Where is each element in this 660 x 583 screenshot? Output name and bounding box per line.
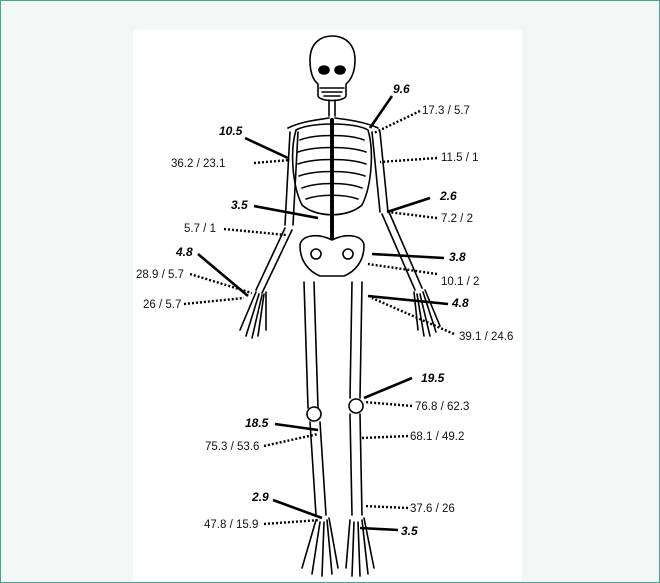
femur-left: [304, 282, 318, 408]
label-elbow-left-pair: 5.7 / 1: [184, 223, 216, 235]
label-ankle-right-pair: 37.6 / 26: [410, 503, 455, 515]
label-ankle-left-bold: 2.9: [251, 490, 269, 504]
leader-elbow-left-pair: [224, 229, 286, 235]
skeleton-figure: [240, 36, 440, 576]
humerus-right: [372, 132, 388, 212]
label-pelvis-pair: 10.1 / 2: [441, 276, 479, 288]
label-tibia-right-pair: 68.1 / 49.2: [410, 431, 464, 443]
label-ankle-left-pair: 47.8 / 15.9: [204, 519, 258, 531]
label-shoulder-right-pair: 17.3 / 5.7: [422, 105, 470, 117]
label-humerus-right-pair: 11.5 / 1: [441, 152, 479, 164]
leader-tibia-right-pair: [362, 436, 408, 438]
label-humerus-left-pair: 36.2 / 23.1: [171, 158, 225, 170]
label-foot-right-bold: 3.5: [401, 524, 418, 538]
hand-right: [414, 290, 440, 336]
leader-shoulder-left-bold: [245, 138, 288, 158]
femur-right: [350, 282, 362, 398]
label-wrist-left-bold: 4.8: [175, 245, 193, 259]
label-femur-bold: 19.5: [421, 371, 445, 385]
label-shoulder-left-bold: 10.5: [219, 124, 243, 138]
label-hip-bold: 4.8: [451, 296, 469, 310]
label-elbow-right-bold: 2.6: [439, 189, 457, 203]
neck: [329, 100, 335, 116]
label-knee-left-pair: 75.3 / 53.6: [205, 441, 259, 453]
skull: [310, 36, 355, 101]
knee-left: [307, 407, 321, 421]
leader-elbow-right-pair: [388, 212, 437, 218]
label-spine-bold: 3.5: [231, 198, 248, 212]
label-shoulder-right-bold: 9.6: [393, 82, 410, 96]
leader-wrist-left-pair-2: [184, 298, 244, 304]
foot-right: [346, 518, 374, 576]
leader-knee-left-pair: [264, 434, 318, 446]
label-pelvis-bold: 3.8: [449, 250, 466, 264]
leader-femur-bold: [364, 378, 412, 398]
leader-humerus-right-pair: [380, 158, 437, 162]
forearm-right: [382, 212, 422, 290]
leader-knee-left-bold: [275, 424, 318, 430]
leader-ankle-left-pair: [264, 520, 320, 524]
leader-pelvis-pair: [368, 264, 437, 274]
label-wrist-left-pair-1: 28.9 / 5.7: [136, 269, 184, 281]
tibia-right: [350, 414, 362, 515]
eye-socket-left: [319, 66, 329, 74]
label-wrist-left-pair-2: 26 / 5.7: [143, 299, 181, 311]
foot-left: [302, 518, 338, 576]
forearm-left: [256, 228, 292, 293]
knee-right: [349, 399, 363, 413]
label-hip-pair: 39.1 / 24.6: [459, 331, 513, 343]
leader-ankle-right-pair: [364, 506, 408, 508]
leader-shoulder-right-bold: [370, 96, 392, 128]
label-femur-pair: 76.8 / 62.3: [415, 401, 469, 413]
pelvis: [300, 236, 364, 276]
leader-femur-pair: [364, 402, 412, 406]
eye-socket-right: [335, 66, 345, 74]
label-knee-left-bold: 18.5: [245, 416, 269, 430]
leader-elbow-right-bold: [387, 198, 430, 212]
leader-humerus-left-pair: [254, 160, 290, 163]
label-elbow-right-pair: 7.2 / 2: [441, 213, 473, 225]
